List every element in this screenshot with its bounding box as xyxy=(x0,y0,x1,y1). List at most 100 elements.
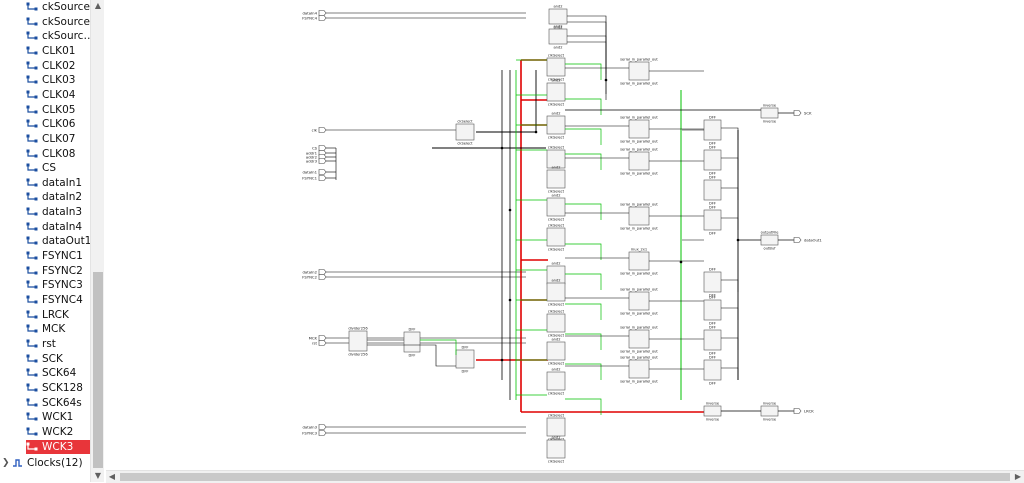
tree-item-label: dataIn1 xyxy=(42,176,83,189)
tree-item-net[interactable]: ckSourc… xyxy=(26,29,94,43)
tree-item-net[interactable]: WCK2 xyxy=(26,425,90,439)
net-pin-icon xyxy=(26,222,38,231)
scroll-right-icon[interactable]: ▶ xyxy=(1014,472,1022,481)
cell-label: serial_in_parallel_out xyxy=(620,140,658,144)
port-label: FSYNC4 xyxy=(302,15,317,20)
schematic-wire xyxy=(567,35,607,94)
tree-item-net[interactable]: dataIn2 xyxy=(26,190,90,204)
dff-cell xyxy=(703,359,722,381)
tree-item-net[interactable]: CLK06 xyxy=(26,117,90,131)
net-pin-icon xyxy=(26,383,38,392)
tree-item-net[interactable]: dataIn1 xyxy=(26,176,90,190)
cell-label: DFF xyxy=(409,328,416,332)
tree-item-label: CLK08 xyxy=(42,147,76,160)
tree-item-net[interactable]: WCK3 xyxy=(26,439,90,454)
tree-item-net[interactable]: WCK1 xyxy=(26,410,90,424)
cell-label: serial_in_parallel_out xyxy=(620,203,658,207)
input-port xyxy=(318,269,327,275)
cell-label: and2 xyxy=(551,166,560,170)
divider-cell xyxy=(348,330,368,352)
tree-item-net[interactable]: dataIn3 xyxy=(26,205,90,219)
tree-item-net[interactable]: FSYNC2 xyxy=(26,264,90,278)
tree-item-net[interactable]: FSYNC4 xyxy=(26,293,90,307)
tree-item-net[interactable]: rst xyxy=(26,337,90,351)
cell-label: serial_in_parallel_out xyxy=(620,82,658,86)
tree-item-net[interactable]: ckSource8 xyxy=(26,15,97,29)
scroll-up-icon[interactable]: ▲ xyxy=(94,1,102,10)
tree-item-net[interactable]: CLK04 xyxy=(26,88,90,102)
tree-item-net[interactable]: LRCK xyxy=(26,308,90,322)
tree-item-net[interactable]: SCK64s xyxy=(26,396,90,410)
dff-cell xyxy=(703,119,722,141)
cell-label: clkSelect xyxy=(548,392,565,396)
tree-item-net[interactable]: SCK128 xyxy=(26,381,90,395)
tree-item-net[interactable]: CLK07 xyxy=(26,132,90,146)
tree-item-label: ckSource8 xyxy=(42,15,97,28)
tree-item-net[interactable]: FSYNC3 xyxy=(26,278,90,292)
cell-label: serial_in_parallel_out xyxy=(620,380,658,384)
tree-item-net[interactable]: CLK01 xyxy=(26,44,90,58)
tree-item-net[interactable]: MCK xyxy=(26,322,90,336)
tree-item-label: CLK05 xyxy=(42,103,76,116)
tree-item-label: CLK07 xyxy=(42,132,76,145)
net-pin-icon xyxy=(26,90,38,99)
input-port xyxy=(318,175,327,181)
schematic-wire xyxy=(721,337,739,350)
input-port xyxy=(318,10,327,16)
cell-label: DFF xyxy=(409,354,416,358)
tree-item-net[interactable]: CLK03 xyxy=(26,73,90,87)
clock-net xyxy=(565,63,602,80)
tree-item-net[interactable]: CLK08 xyxy=(26,147,90,161)
scroll-down-icon[interactable]: ▼ xyxy=(94,471,102,480)
tree-item-net[interactable]: CS xyxy=(26,161,90,175)
sidebar-scrollbar[interactable]: ▲ ▼ xyxy=(90,0,104,482)
cell-label: ckSelect xyxy=(457,120,473,124)
horizontal-scroll-thumb[interactable] xyxy=(120,473,1010,481)
logic-cell xyxy=(546,371,566,391)
dff-cell xyxy=(403,331,421,353)
sidebar-scroll-thumb[interactable] xyxy=(93,272,103,468)
cell-label: DFF xyxy=(709,356,716,360)
tree-item-net[interactable]: CLK05 xyxy=(26,103,90,117)
schematic-wire xyxy=(567,41,607,100)
tree-item-net[interactable]: dataIn4 xyxy=(26,220,90,234)
cell-label: and2 xyxy=(551,436,560,440)
tree-item-net[interactable]: CLK02 xyxy=(26,59,90,73)
schematic-diagram[interactable]: dataIn4FSYNC4clkCSaddr1addr2addr3dataIn1… xyxy=(106,0,1024,470)
output-buffer-cell xyxy=(760,234,779,246)
schematic-horizontal-scrollbar[interactable]: ◀ ▶ xyxy=(106,470,1024,483)
shift-register-cell xyxy=(628,291,650,311)
cell-label: ckSelect xyxy=(457,142,473,146)
tree-item-net[interactable]: SCK xyxy=(26,352,90,366)
tree-item-net[interactable]: dataOut1 xyxy=(26,234,92,248)
cell-label: and2 xyxy=(551,194,560,198)
cell-label: inverse xyxy=(706,418,720,422)
logic-cell xyxy=(546,169,566,189)
cell-label: inverse xyxy=(706,402,720,406)
port-label: dataIn3 xyxy=(303,424,318,429)
output-port xyxy=(793,110,802,116)
logic-cell xyxy=(546,417,566,437)
cell-label: DFF xyxy=(709,322,716,326)
tree-node-clocks[interactable]: ❯ Clocks(12) xyxy=(2,456,83,470)
tree-item-label: CLK04 xyxy=(42,88,76,101)
tree-item-net[interactable]: FSYNC1 xyxy=(26,249,90,263)
clock-net xyxy=(565,273,602,290)
logic-cell xyxy=(546,313,566,333)
chevron-right-icon[interactable]: ❯ xyxy=(2,458,10,468)
input-port xyxy=(318,158,327,164)
net-pin-icon xyxy=(26,412,38,421)
tree-item-label: SCK xyxy=(42,352,63,365)
scroll-left-icon[interactable]: ◀ xyxy=(108,472,116,481)
port-label: addr2 xyxy=(306,154,318,159)
tree-item-net[interactable]: ckSource… xyxy=(26,0,100,14)
logic-cell xyxy=(546,197,566,217)
clock-net xyxy=(565,303,602,320)
tree-item-net[interactable]: SCK64 xyxy=(26,366,90,380)
net-pin-icon xyxy=(26,134,38,143)
tree-item-label: WCK2 xyxy=(42,425,74,438)
cell-label: outBuf xyxy=(764,247,777,251)
tree-item-label: dataOut1 xyxy=(42,235,92,248)
